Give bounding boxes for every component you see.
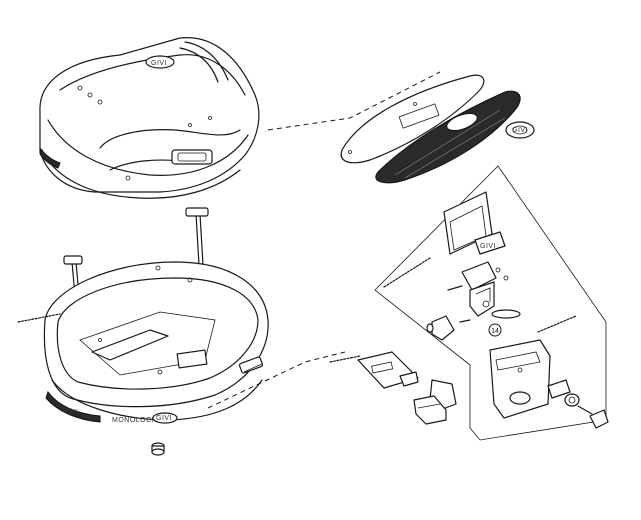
- lock-assembly: GIVI 14: [383, 191, 609, 429]
- leader-line-lid: [267, 71, 441, 131]
- case-lid: GIVI: [39, 37, 260, 199]
- lock-catch: [413, 379, 457, 425]
- lock-logo-text: GIVI: [480, 243, 496, 250]
- lock-plate: [329, 351, 419, 389]
- base-band-brand: GIVI: [62, 407, 79, 416]
- case-base: GIVI MONOLOCK GIVI: [43, 261, 269, 424]
- rear-reflector-panel: GIVI: [340, 74, 535, 184]
- reflector-logo-text: GIVI: [512, 127, 528, 134]
- lock-assembly-frame: [374, 165, 607, 441]
- part-callout-number: 14: [491, 328, 499, 335]
- lid-logo-text: GIVI: [151, 60, 167, 67]
- base-band-text: MONOLOCK: [112, 417, 157, 424]
- base-foot: [151, 442, 165, 456]
- base-band-logo: GIVI: [156, 415, 172, 422]
- threaded-screw-left: [17, 313, 61, 323]
